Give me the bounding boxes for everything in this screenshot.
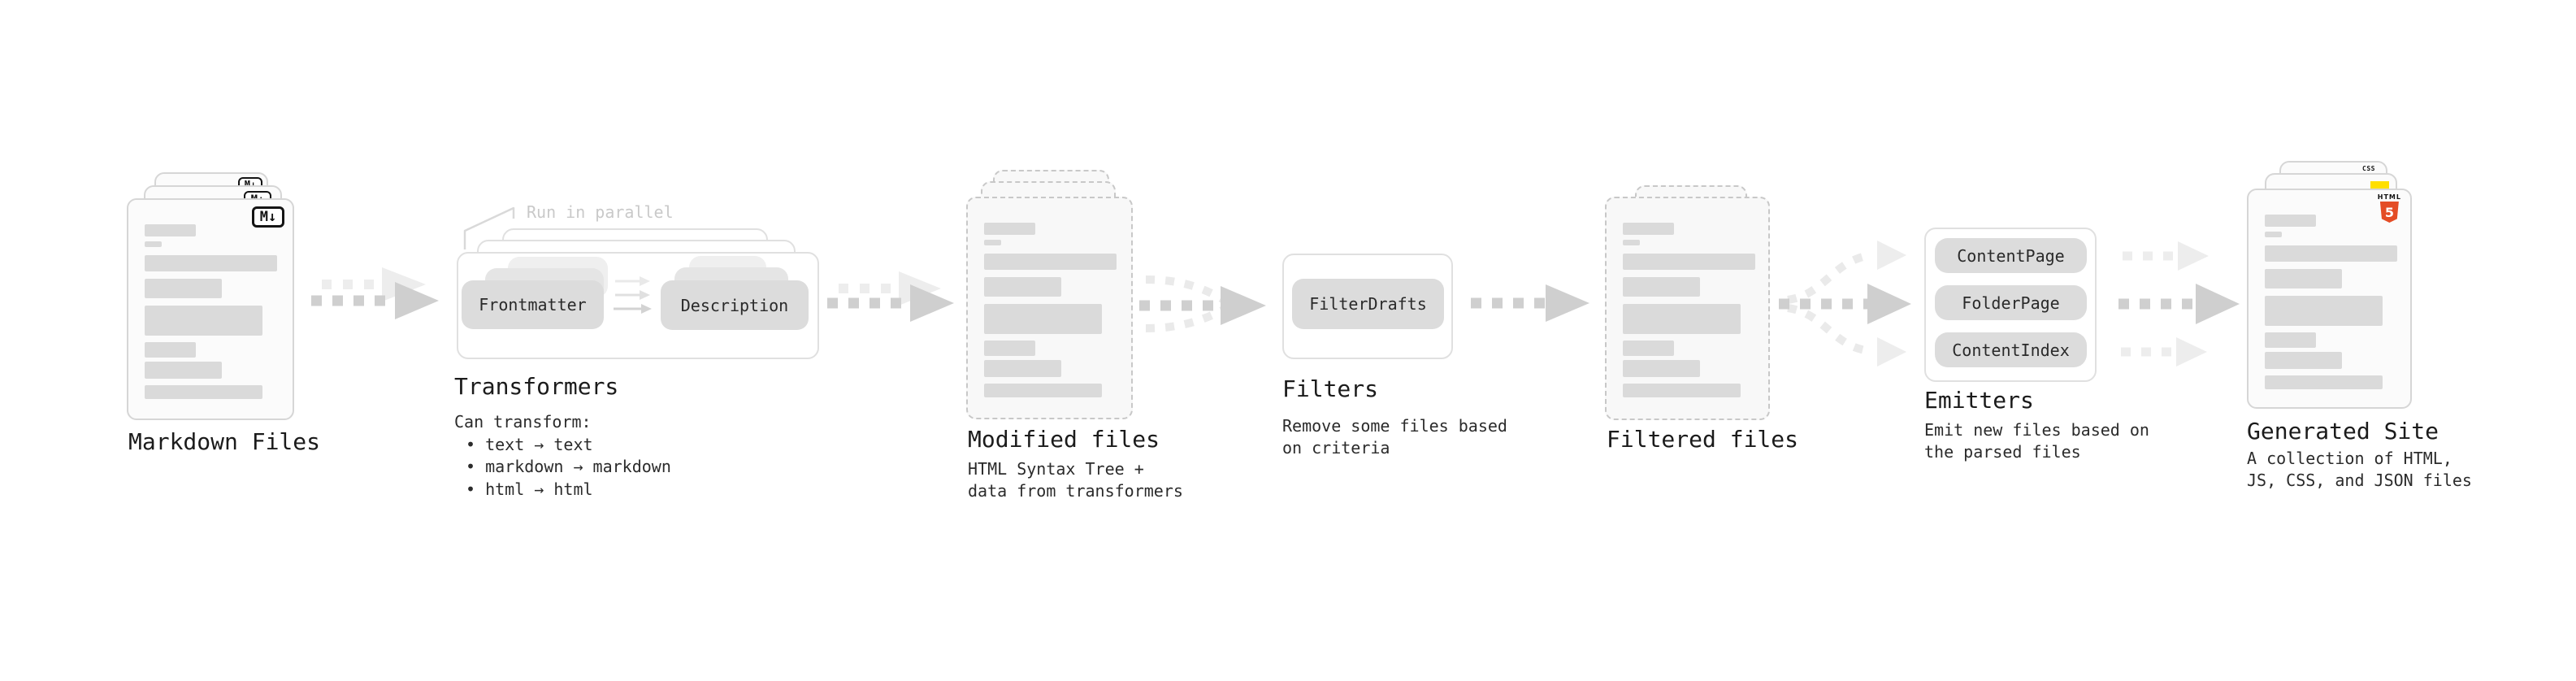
- filterdrafts-pill: FilterDrafts: [1292, 279, 1444, 329]
- arrow-modified-to-filters: [1139, 275, 1266, 332]
- doc-content-placeholder: [145, 224, 277, 399]
- frontmatter-pill: Frontmatter: [462, 280, 604, 329]
- emitters-subtitle: Emit new files based on the parsed files: [1924, 420, 2149, 462]
- can-transform-heading: Can transform:: [454, 412, 592, 432]
- emitters-title: Emitters: [1924, 387, 2034, 414]
- transform-bullet: • text → text: [466, 434, 593, 454]
- arrow-emitters-to-site: [2118, 241, 2240, 367]
- modified-files-subtitle: HTML Syntax Tree + data from transformer…: [968, 459, 1183, 501]
- markdown-file-front: M↓: [127, 198, 294, 420]
- contentindex-pill: ContentIndex: [1935, 332, 2087, 367]
- transform-bullet: • html → html: [466, 479, 593, 499]
- generated-site-subtitle: A collection of HTML, JS, CSS, and JSON …: [2247, 449, 2472, 490]
- filters-title: Filters: [1282, 375, 1379, 402]
- doc-content-placeholder: [1623, 223, 1755, 397]
- js-file-icon: [2370, 181, 2389, 189]
- transform-bullet: • markdown → markdown: [466, 457, 671, 476]
- site-file-front: HTML 5: [2247, 189, 2412, 409]
- run-in-parallel-label: Run in parallel: [527, 202, 674, 222]
- filters-subtitle: Remove some files based on criteria: [1282, 416, 1507, 458]
- transformers-description: Can transform: • text → text • markdown …: [454, 411, 671, 501]
- arrow-filtered-to-emitters: [1779, 241, 1911, 367]
- folderpage-pill: FolderPage: [1935, 285, 2087, 320]
- filtered-file-front: [1605, 197, 1770, 420]
- html5-icon: HTML 5: [2378, 193, 2401, 223]
- description-pill: Description: [661, 280, 809, 330]
- doc-content-placeholder: [984, 223, 1117, 397]
- contentpage-pill: ContentPage: [1935, 238, 2087, 273]
- generated-site-title: Generated Site: [2247, 418, 2439, 445]
- doc-content-placeholder: [2265, 215, 2397, 389]
- modified-file-front: [966, 197, 1133, 419]
- arrow-markdown-to-transformers: [311, 267, 439, 319]
- markdown-icon: M↓: [252, 206, 284, 228]
- markdown-files-title: Markdown Files: [128, 428, 321, 455]
- arrow-filters-to-filtered: [1471, 284, 1589, 322]
- modified-files-title: Modified files: [968, 426, 1160, 453]
- transformers-title: Transformers: [454, 373, 619, 400]
- arrow-transformers-to-modified: [827, 271, 954, 322]
- filtered-files-title: Filtered files: [1607, 426, 1799, 453]
